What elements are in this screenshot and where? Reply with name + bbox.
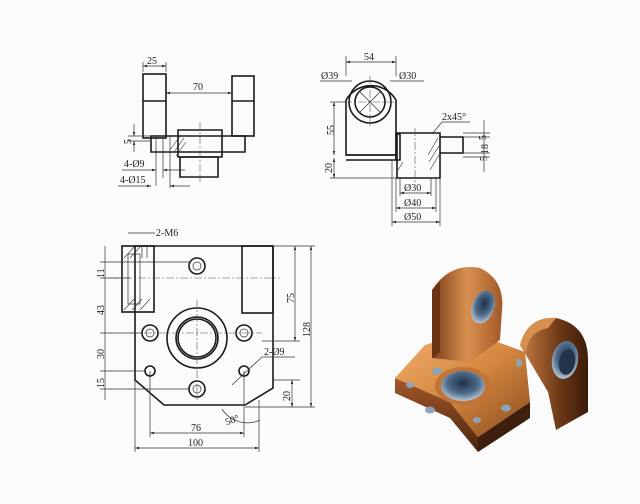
dim-chamfer: 2x45° [442, 112, 466, 123]
dim-right-128: 128 [302, 322, 313, 337]
dim-left-11: 11 [96, 268, 107, 278]
top-view: 2-M6 11 43 30 15 75 128 20 2-Ø9 50° 76 [96, 228, 315, 452]
dim-right-18: 18 [480, 144, 491, 154]
section-hatch [169, 135, 187, 157]
dim-angle: 50° [224, 413, 241, 428]
dim-left-30: 30 [96, 349, 107, 359]
dim-holes-2x9: 2-Ø9 [264, 347, 285, 358]
dim-side-width: 54 [364, 52, 374, 63]
dim-right-20: 20 [282, 391, 293, 401]
dim-lug-width: 25 [147, 56, 157, 67]
dim-counterbore: 4-Ø15 [120, 175, 146, 186]
dim-plate-thickness: 5 [123, 139, 134, 144]
dim-bore-40: Ø40 [404, 198, 421, 209]
section-hatch [397, 137, 440, 171]
dim-lug-hole-dia: Ø30 [399, 71, 416, 82]
dim-left-43: 43 [96, 305, 107, 315]
dim-right-75: 75 [286, 293, 297, 303]
dim-right-5-bottom: 5 [479, 156, 490, 161]
dim-height-55: 55 [326, 125, 337, 135]
dim-left-15: 15 [96, 378, 107, 388]
dim-lug-outer-dia: Ø39 [321, 71, 338, 82]
dim-thread: 2-M6 [156, 228, 178, 239]
dim-bore-30: Ø30 [404, 183, 421, 194]
dim-bore-50: Ø50 [404, 212, 421, 223]
section-hatch [123, 246, 151, 311]
isometric-render [395, 266, 588, 452]
dim-lug-gap: 70 [193, 82, 203, 93]
front-view: 25 70 5 4-Ø9 4-Ø15 [118, 56, 255, 188]
dim-height-20: 20 [324, 163, 335, 173]
dim-width-76: 76 [191, 423, 201, 434]
side-view: 54 Ø39 Ø30 55 20 2x45° 5 18 5 Ø30 Ø [320, 52, 491, 226]
dim-width-100: 100 [188, 438, 203, 449]
dim-small-holes: 4-Ø9 [124, 159, 145, 170]
dim-right-5-top: 5 [478, 135, 489, 140]
